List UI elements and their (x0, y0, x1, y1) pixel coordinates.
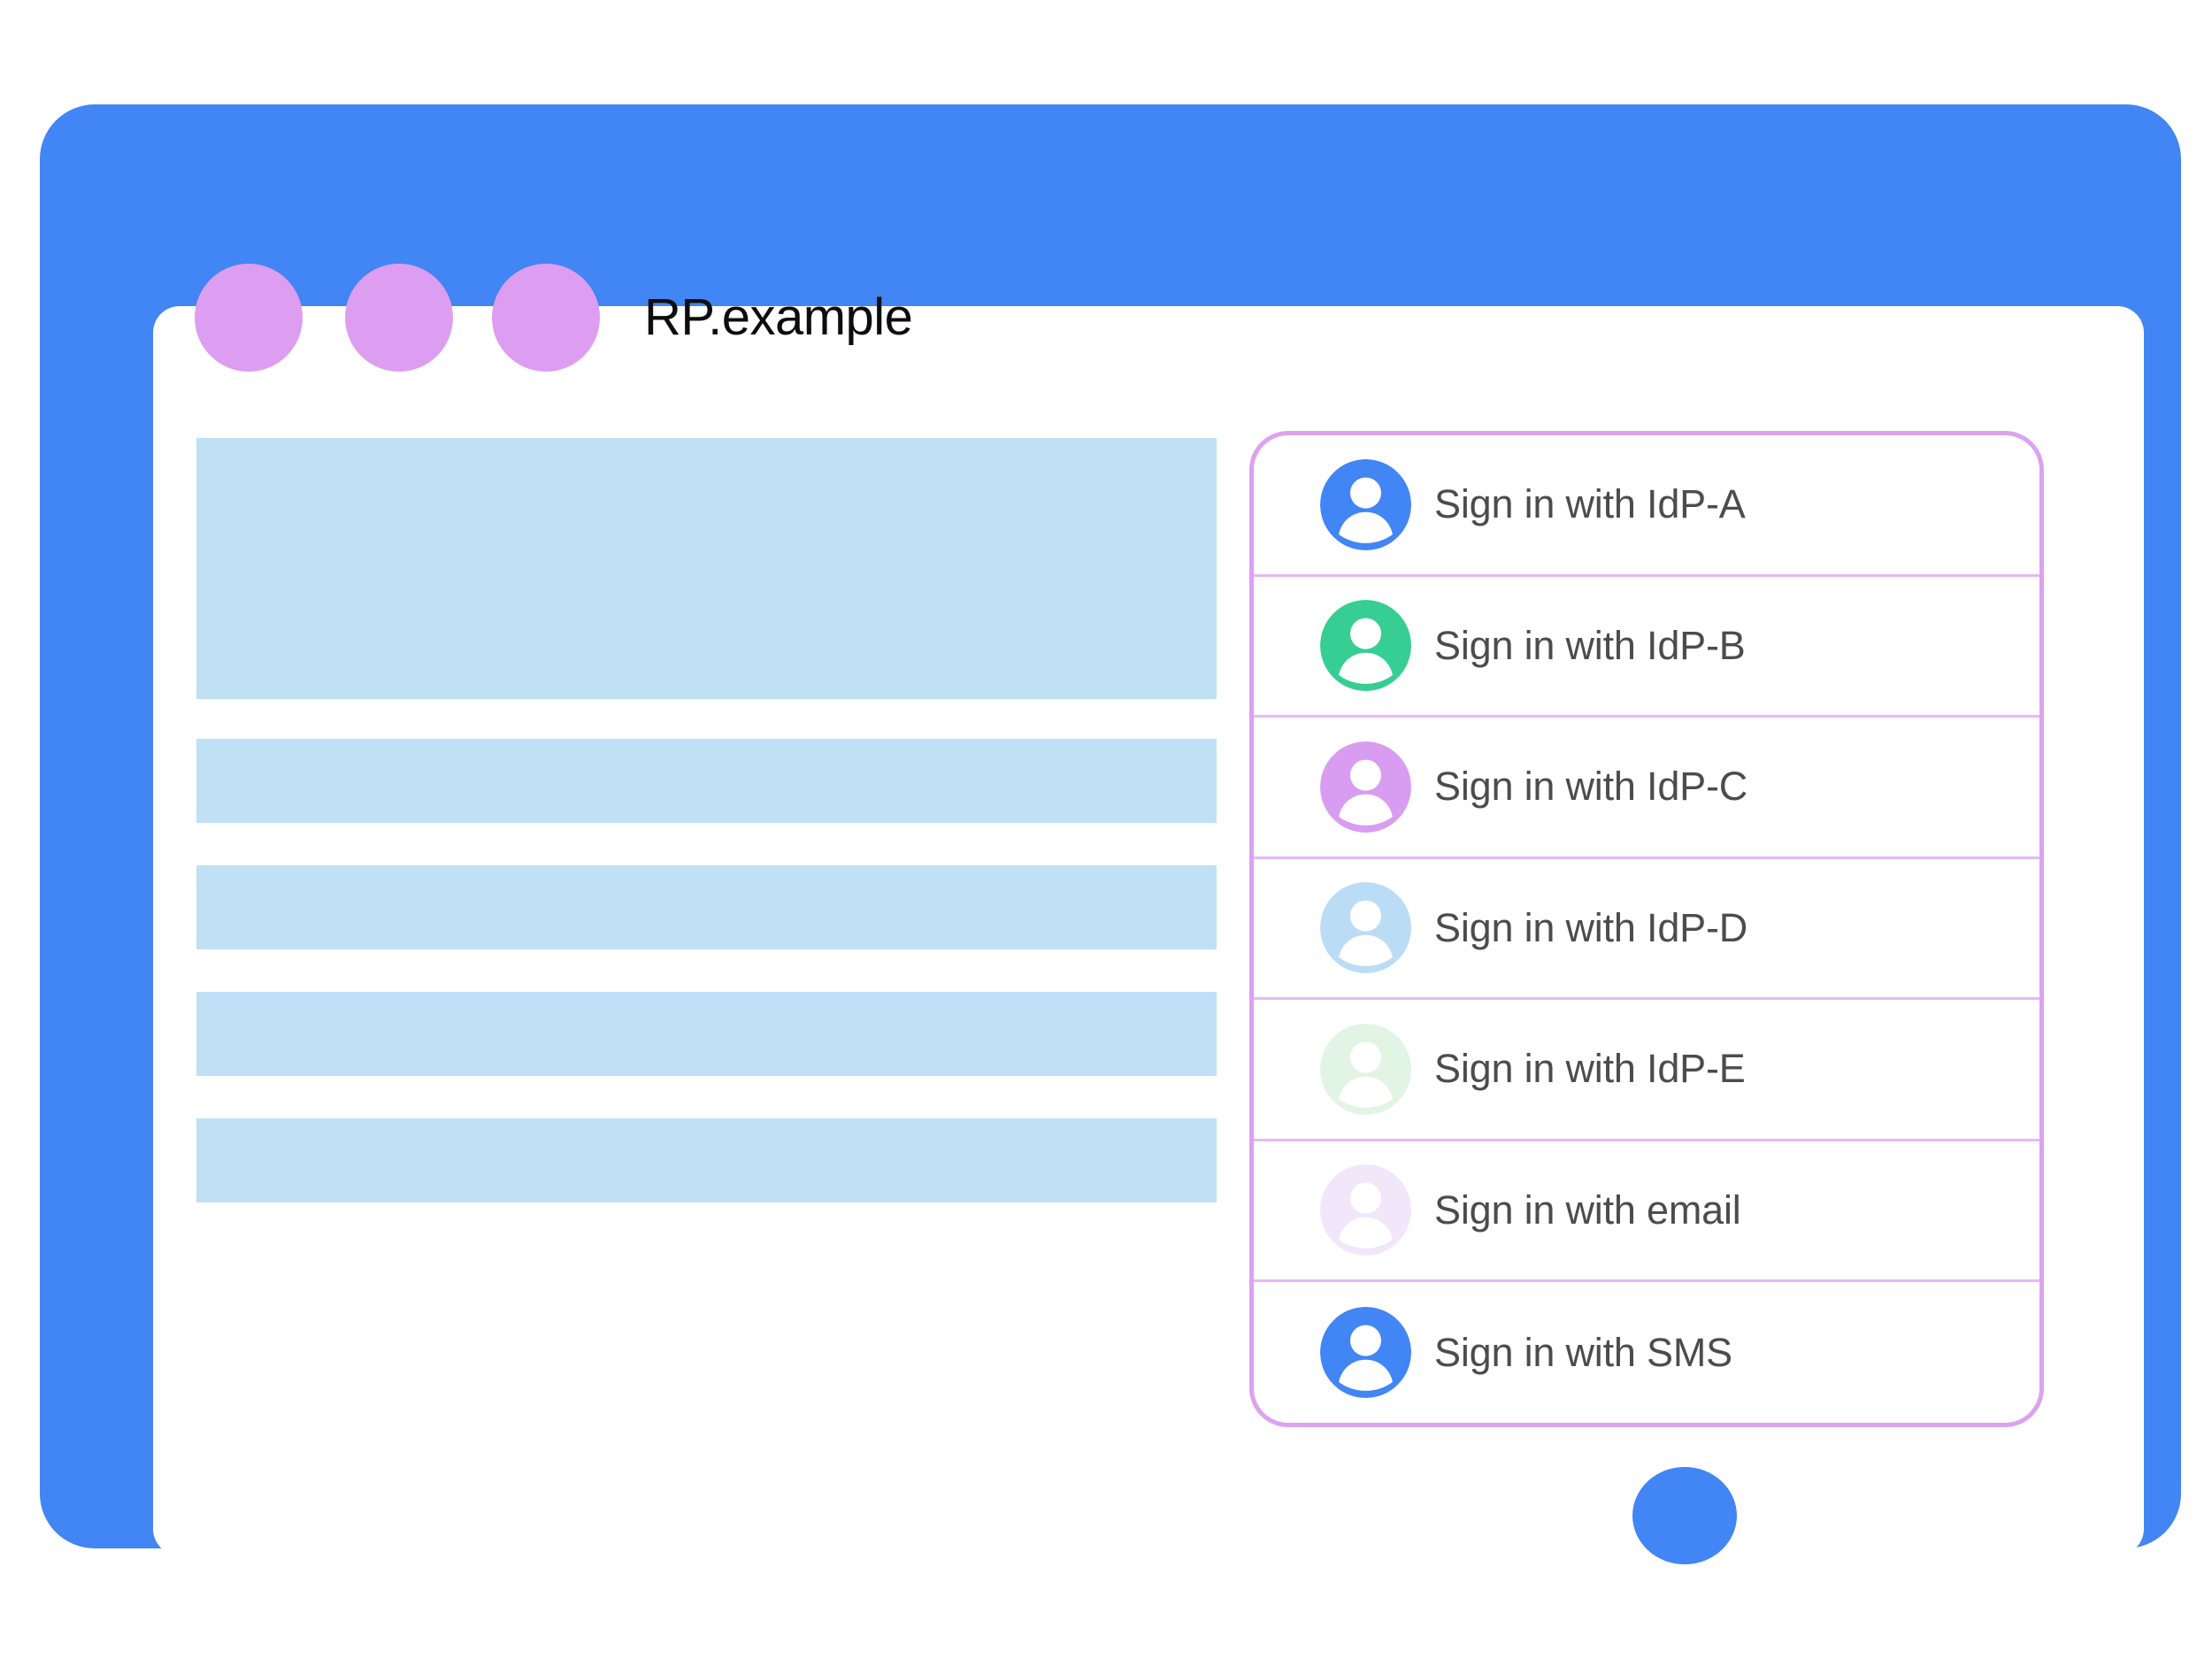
placeholder-bar-4 (196, 1118, 1217, 1202)
account-row[interactable]: Sign in with IdP-C (1254, 718, 2039, 859)
account-row[interactable]: Sign in with IdP-B (1254, 576, 2039, 718)
window-dot-1[interactable] (195, 264, 303, 372)
placeholder-hero (196, 438, 1217, 699)
person-avatar-icon (1320, 600, 1411, 692)
account-row-label: Sign in with email (1434, 1187, 1741, 1233)
person-avatar-icon (1320, 741, 1411, 833)
person-avatar-icon (1320, 882, 1411, 974)
account-row-label: Sign in with IdP-C (1434, 764, 1748, 810)
account-row[interactable]: Sign in with IdP-D (1254, 858, 2039, 1000)
account-list: Sign in with IdP-A Sign in with IdP-B Sign… (1254, 435, 2039, 1423)
account-row-label: Sign in with IdP-E (1434, 1046, 1746, 1092)
account-row-label: Sign in with IdP-D (1434, 904, 1748, 950)
account-row-label: Sign in with IdP-A (1434, 481, 1746, 527)
person-avatar-icon (1320, 1164, 1411, 1256)
placeholder-bar-1 (196, 739, 1217, 823)
account-row[interactable]: Sign in with IdP-A (1254, 435, 2039, 577)
placeholder-bar-3 (196, 992, 1217, 1076)
account-row[interactable]: Sign in with SMS (1254, 1282, 2039, 1423)
home-button[interactable] (1632, 1467, 1737, 1564)
person-avatar-icon (1320, 458, 1411, 550)
window-dot-2[interactable] (345, 264, 453, 372)
account-row[interactable]: Sign in with IdP-E (1254, 1000, 2039, 1141)
person-avatar-icon (1320, 1023, 1411, 1115)
account-chooser-panel: Sign in with IdP-A Sign in with IdP-B Sign… (1249, 431, 2044, 1427)
account-row-label: Sign in with IdP-B (1434, 622, 1746, 668)
person-avatar-icon (1320, 1307, 1411, 1399)
account-row-label: Sign in with SMS (1434, 1329, 1732, 1375)
placeholder-bar-2 (196, 865, 1217, 949)
account-row[interactable]: Sign in with email (1254, 1141, 2039, 1282)
page-content-placeholders (196, 438, 1217, 1202)
window-dot-3[interactable] (492, 264, 600, 372)
browser-titlebar: RP.example (113, 257, 2104, 380)
page-title: RP.example (644, 288, 913, 346)
